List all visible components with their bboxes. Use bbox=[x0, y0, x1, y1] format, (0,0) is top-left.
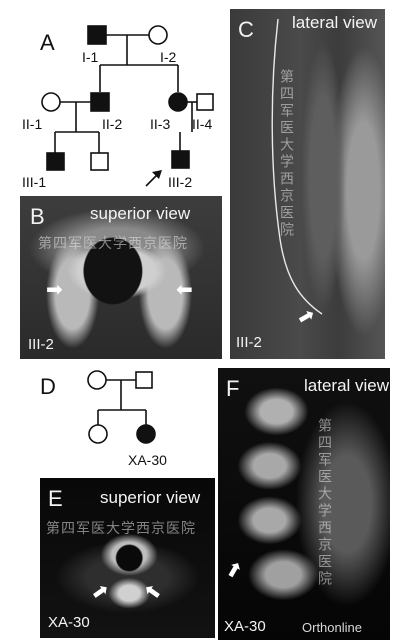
panel-a-pedigree: A I-1 I-2 II-1 II-2 bbox=[0, 0, 222, 196]
panel-e-letter: E bbox=[48, 486, 63, 511]
label-ii1: II-1 bbox=[22, 116, 42, 132]
panel-d-pedigree: D XA-30 bbox=[0, 362, 222, 478]
pedigree-d-xa30-affected bbox=[136, 424, 156, 444]
label-ii3: II-3 bbox=[150, 116, 170, 132]
panel-c-view-label: lateral view bbox=[292, 13, 378, 32]
panel-b-case-label: III-2 bbox=[28, 336, 54, 353]
pedigree-d-lines bbox=[97, 379, 147, 425]
pedigree-ii4-male bbox=[196, 93, 214, 111]
label-ii4: II-4 bbox=[192, 116, 212, 132]
panel-e-view-label: superior view bbox=[100, 488, 201, 507]
panel-b-watermark: 第四军医大学西京医院 bbox=[38, 236, 188, 252]
panel-d-letter: D bbox=[40, 374, 56, 399]
panel-b-arrow-right-icon: ⬅ bbox=[176, 279, 193, 301]
panel-a-letter: A bbox=[40, 30, 55, 55]
panel-b-ct-superior: B superior view 第四军医大学西京医院 ➡ ⬅ III-2 bbox=[20, 196, 222, 359]
panel-c-mri-lateral: C lateral view 第四军医大学西京医院 ➡ III-2 bbox=[230, 9, 385, 359]
panel-e-arrow-right-icon: ⬅ bbox=[139, 578, 166, 606]
panel-b-arrow-left-icon: ➡ bbox=[46, 279, 63, 301]
panel-f-letter: F bbox=[226, 376, 240, 401]
panel-c-watermark: 第四军医大学西京医院 bbox=[278, 69, 294, 239]
panel-b-letter: B bbox=[30, 204, 45, 229]
panel-c-canal-outline bbox=[271, 18, 323, 315]
pedigree-d-mother bbox=[87, 370, 107, 390]
pedigree-d-sibling bbox=[88, 424, 108, 444]
panel-e-case-label: XA-30 bbox=[48, 614, 90, 631]
pedigree-i1-affected-male bbox=[87, 25, 107, 45]
panel-b-view-label: superior view bbox=[90, 204, 191, 223]
panel-e-arrow-left-icon: ➡ bbox=[87, 578, 114, 606]
panel-f-view-label: lateral view bbox=[304, 376, 390, 395]
pedigree-i2-female bbox=[148, 25, 168, 45]
panel-f-3d-ct-lateral: F lateral view 第四军医大学西京医院 ➡ XA-30 Orthon… bbox=[218, 368, 390, 640]
panel-f-watermark: 第四军医大学西京医院 bbox=[316, 418, 332, 588]
label-i2: I-2 bbox=[160, 49, 177, 65]
proband-arrow bbox=[152, 170, 162, 179]
pedigree-iii2-proband bbox=[171, 150, 190, 169]
label-xa30: XA-30 bbox=[128, 452, 167, 468]
pedigree-ii3-affected-female bbox=[168, 92, 188, 112]
pedigree-d-chart: XA-30 bbox=[87, 370, 167, 468]
label-i1: I-1 bbox=[82, 49, 99, 65]
panel-c-case-label: III-2 bbox=[236, 334, 262, 351]
pedigree-iii1-affected-male bbox=[46, 152, 65, 171]
panel-f-arrow-icon: ➡ bbox=[220, 557, 249, 583]
label-iii1: III-1 bbox=[22, 174, 46, 190]
pedigree-d-father bbox=[135, 371, 153, 389]
pedigree-ii2-affected-male bbox=[90, 92, 110, 112]
panel-e-watermark: 第四军医大学西京医院 bbox=[46, 521, 196, 537]
panel-f-source-label: Orthonline bbox=[302, 620, 362, 635]
panel-e-ct-superior: E superior view 第四军医大学西京医院 ➡ ⬅ XA-30 bbox=[40, 478, 215, 638]
panel-c-letter: C bbox=[238, 17, 254, 42]
pedigree-a-chart: I-1 I-2 II-1 II-2 II-3 II-4 III-1 III-2 bbox=[22, 25, 214, 190]
pedigree-ii1-female bbox=[41, 92, 61, 112]
label-iii2: III-2 bbox=[168, 174, 192, 190]
label-ii2: II-2 bbox=[102, 116, 122, 132]
pedigree-iii-unaffected-male bbox=[90, 152, 109, 171]
panel-f-case-label: XA-30 bbox=[224, 618, 266, 635]
